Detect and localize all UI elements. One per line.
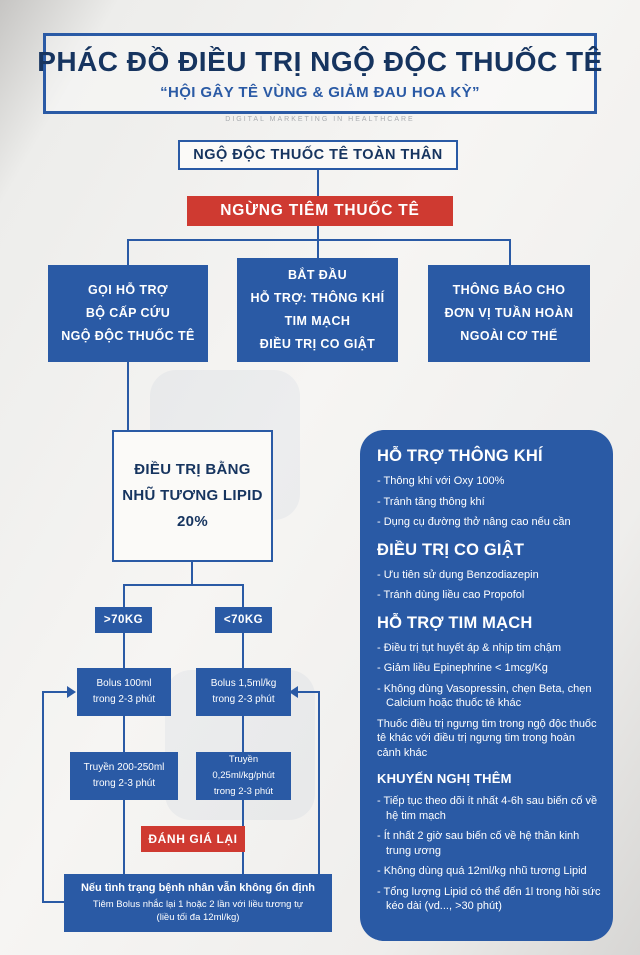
connector-line [42, 691, 44, 903]
node-line: trong 2-3 phút [212, 694, 275, 705]
connector-line [318, 691, 320, 875]
node-line: trong 2-3 phút [92, 778, 156, 789]
node-line: NGOÀI CƠ THỂ [460, 329, 558, 343]
connector-line [123, 716, 125, 752]
node-label: <70KG [223, 614, 264, 626]
info-panel: HỖ TRỢ THÔNG KHÍ - Thông khí với Oxy 100… [360, 430, 613, 941]
node-line: BẮT ĐẦU [287, 268, 348, 282]
panel-item: Thuốc điều trị ngưng tim trong ngộ độc t… [377, 717, 597, 759]
node-line: ĐIỀU TRỊ BẰNG [134, 461, 251, 478]
panel-item: - Không dùng quá 12ml/kg nhũ tương Lipid [377, 865, 587, 877]
connector-line [317, 239, 319, 258]
panel-item: - Tổng lượng Lipid có thể đến 1l trong h… [377, 885, 601, 913]
panel-item: - Không dùng Vasopressin, chẹn Beta, chẹ… [377, 682, 592, 710]
node-line: TIM MẠCH [284, 314, 351, 328]
page-subtitle: “HỘI GÂY TÊ VÙNG & GIẢM ĐAU HOA KỲ” [160, 84, 480, 101]
node-line: Truyền 200-250ml [83, 762, 165, 773]
connector-line [123, 584, 244, 586]
connector-line [127, 239, 511, 241]
connector-line [242, 633, 244, 668]
node-line: NHŨ TƯƠNG LIPID [122, 487, 263, 504]
node-line: Bolus 100ml [96, 678, 152, 689]
node-start-support: BẮT ĐẦU HỖ TRỢ: THÔNG KHÍ TIM MẠCH ĐIỀU … [237, 258, 398, 362]
connector-line [191, 562, 193, 586]
node-line: trong 2-3 phút [213, 786, 274, 797]
connector-line [42, 691, 68, 693]
connector-line [242, 716, 244, 752]
flow-arrowhead [67, 686, 76, 698]
node-lipid-treatment: ĐIỀU TRỊ BẰNG NHŨ TƯƠNG LIPID 20% [112, 430, 273, 562]
watermark-text: DIGITAL MARKETING IN HEALTHCARE [225, 116, 415, 123]
panel-item: - Tiếp tục theo dõi ít nhất 4-6h sau biế… [377, 795, 598, 822]
node-line: HỖ TRỢ: THÔNG KHÍ [250, 291, 385, 305]
node-line: THÔNG BÁO CHO [452, 283, 566, 297]
node-line: Tiêm Bolus nhắc lại 1 hoặc 2 lần với liề… [92, 899, 304, 910]
panel-item: - Dụng cụ đường thở nâng cao nếu cần [377, 516, 571, 528]
node-line: Bolus 1,5ml/kg [210, 678, 277, 689]
panel-item: - Tránh tăng thông khí [377, 495, 485, 508]
node-systemic-toxicity: NGỘ ĐỘC THUỐC TÊ TOÀN THÂN [178, 140, 458, 170]
node-line: trong 2-3 phút [92, 694, 156, 705]
node-bolus-100ml: Bolus 100ml trong 2-3 phút [77, 668, 171, 716]
node-line: NGỘ ĐỘC THUỐC TÊ [61, 329, 195, 343]
connector-line [127, 239, 129, 265]
panel-heading-seizure: ĐIỀU TRỊ CO GIẬT [377, 540, 525, 559]
connector-line [317, 226, 319, 240]
node-stop-injection: NGỪNG TIÊM THUỐC TÊ [187, 196, 453, 226]
panel-item: - Tránh dùng liều cao Propofol [377, 589, 525, 601]
panel-item: - Giảm liều Epinephrine < 1mcg/Kg [377, 662, 548, 674]
node-over-70kg: >70KG [95, 607, 152, 633]
node-infusion-0-25ml-kg: Truyền 0,25ml/kg/phút trong 2-3 phút [196, 752, 291, 800]
connector-line [42, 901, 64, 903]
node-line: GỌI HỖ TRỢ [88, 283, 168, 297]
connector-line [509, 239, 511, 265]
panel-item: - Điều trị tụt huyết áp & nhịp tim chậm [377, 641, 562, 654]
node-line: Nếu tình trạng bệnh nhân vẫn không ổn đị… [80, 882, 316, 894]
panel-item: - Ưu tiên sử dụng Benzodiazepin [377, 568, 539, 581]
node-line: 20% [177, 513, 208, 530]
node-bolus-1-5ml-kg: Bolus 1,5ml/kg trong 2-3 phút [196, 668, 291, 716]
node-line: BỘ CẤP CỨU [85, 306, 171, 320]
connector-line [123, 584, 125, 607]
node-label: >70KG [103, 614, 144, 626]
node-reassess: ĐÁNH GIÁ LẠI [141, 826, 245, 852]
panel-heading-cardiac: HỖ TRỢ TIM MẠCH [377, 613, 533, 632]
page-title: PHÁC ĐỒ ĐIỀU TRỊ NGỘ ĐỘC THUỐC TÊ [37, 46, 603, 77]
node-call-help: GỌI HỖ TRỢ BỘ CẤP CỨU NGỘ ĐỘC THUỐC TÊ [48, 265, 208, 362]
title-box: PHÁC ĐỒ ĐIỀU TRỊ NGỘ ĐỘC THUỐC TÊ “HỘI G… [37, 33, 602, 114]
node-notify-ecmo: THÔNG BÁO CHO ĐƠN VỊ TUẦN HOÀN NGOÀI CƠ … [428, 265, 590, 362]
node-line: Truyền 0,25ml/kg/phút [212, 754, 275, 781]
connector-line [123, 633, 125, 668]
panel-heading-ventilation: HỖ TRỢ THÔNG KHÍ [377, 447, 543, 465]
flow-arrowhead [289, 686, 298, 698]
node-label: NGỘ ĐỘC THUỐC TÊ TOÀN THÂN [193, 147, 443, 163]
node-under-70kg: <70KG [215, 607, 272, 633]
node-label: ĐÁNH GIÁ LẠI [148, 832, 238, 846]
node-infusion-200-250ml: Truyền 200-250ml trong 2-3 phút [70, 752, 178, 800]
node-line: ĐIỀU TRỊ CO GIẬT [259, 337, 376, 351]
connector-line [123, 800, 125, 874]
node-label: NGỪNG TIÊM THUỐC TÊ [220, 202, 420, 219]
panel-item: - Thông khí với Oxy 100% [377, 475, 505, 487]
connector-line [297, 691, 320, 693]
connector-line [242, 584, 244, 607]
panel-heading-recommendations: KHUYẾN NGHỊ THÊM [377, 771, 512, 786]
node-unstable: Nếu tình trạng bệnh nhân vẫn không ổn đị… [64, 874, 332, 932]
connector-line [127, 362, 129, 430]
node-line: (liều tối đa 12ml/kg) [156, 912, 240, 923]
node-line: ĐƠN VỊ TUẦN HOÀN [444, 306, 574, 320]
connector-line [317, 170, 319, 196]
panel-item: - Ít nhất 2 giờ sau biến cố về hệ thần k… [377, 830, 580, 857]
